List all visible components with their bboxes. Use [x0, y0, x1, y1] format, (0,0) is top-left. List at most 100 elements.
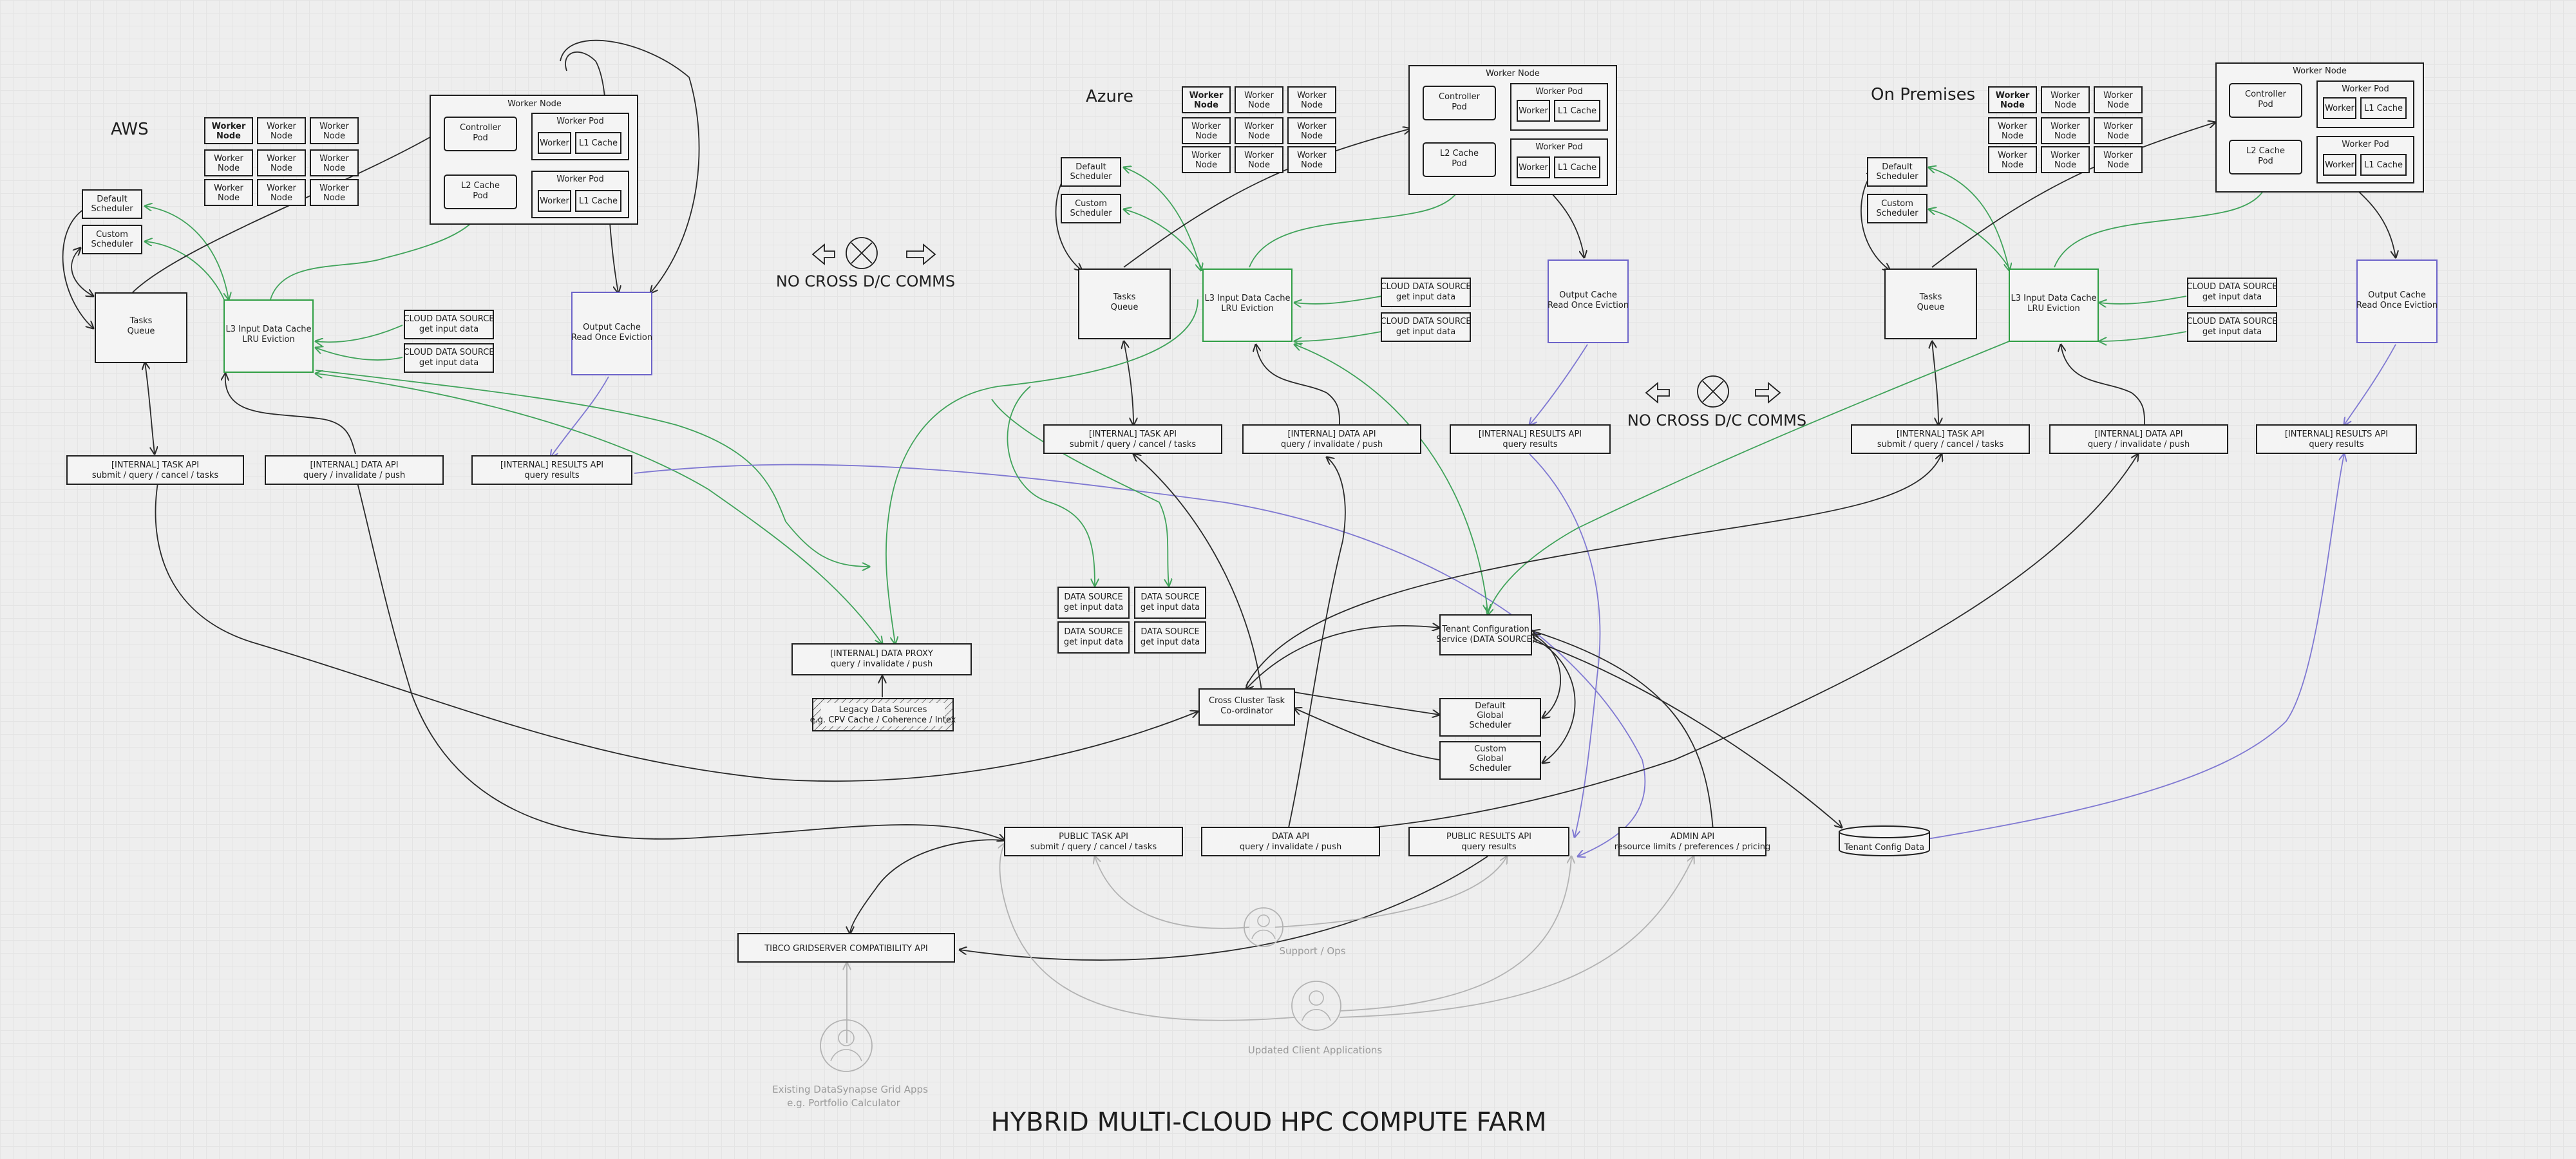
svg-text:L1 Cache: L1 Cache	[1558, 106, 1596, 116]
svg-text:DATA SOURCE: DATA SOURCE	[1064, 627, 1122, 637]
svg-text:get input data: get input data	[1396, 327, 1455, 337]
svg-text:Node: Node	[2054, 131, 2076, 141]
svg-text:get input data: get input data	[1064, 637, 1123, 647]
internal-data-api	[265, 455, 444, 485]
default-global-scheduler	[1439, 698, 1541, 737]
svg-text:[INTERNAL] DATA PROXY: [INTERNAL] DATA PROXY	[830, 649, 933, 659]
svg-text:Worker: Worker	[1189, 91, 1224, 100]
tasks-queue	[1078, 269, 1171, 339]
tenant-config-database: Tenant Config Data	[1839, 825, 1930, 856]
custom-scheduler	[1867, 194, 1927, 223]
svg-text:CLOUD DATA SOURCE: CLOUD DATA SOURCE	[403, 348, 494, 357]
svg-text:Global: Global	[1477, 711, 1503, 721]
data-source	[1057, 587, 1130, 619]
svg-text:submit / query / cancel / task: submit / query / cancel / tasks	[1070, 440, 1197, 449]
svg-text:Tasks: Tasks	[1919, 292, 1942, 302]
svg-text:L1 Cache: L1 Cache	[579, 138, 618, 148]
svg-text:LRU Eviction: LRU Eviction	[1221, 304, 1274, 314]
svg-text:Worker: Worker	[267, 154, 296, 164]
svg-text:CLOUD DATA SOURCE: CLOUD DATA SOURCE	[2186, 317, 2277, 326]
svg-text:DATA API: DATA API	[1272, 832, 1309, 842]
svg-text:Node: Node	[1194, 100, 1218, 110]
svg-text:Worker: Worker	[540, 196, 569, 206]
svg-text:query / invalidate / push: query / invalidate / push	[1281, 440, 1383, 449]
custom-scheduler	[1061, 194, 1121, 223]
no-cross-dc-azure: NO CROSS D/C COMMS	[776, 237, 955, 290]
svg-text:query / invalidate / push: query / invalidate / push	[303, 471, 405, 480]
svg-text:Worker: Worker	[1998, 122, 2027, 131]
svg-text:Tasks: Tasks	[1113, 292, 1136, 302]
output-cache	[571, 292, 652, 375]
svg-text:Node: Node	[218, 164, 240, 173]
svg-text:Queue: Queue	[128, 326, 155, 336]
svg-text:Worker: Worker	[319, 184, 349, 193]
svg-text:Node: Node	[1248, 131, 1270, 141]
svg-text:Service (DATA SOURCE): Service (DATA SOURCE)	[1436, 635, 1535, 645]
svg-text:Node: Node	[323, 164, 345, 173]
svg-text:Node: Node	[2002, 160, 2023, 170]
svg-text:Custom: Custom	[1881, 199, 1913, 209]
cross-circle-icon	[846, 237, 878, 269]
svg-text:CLOUD DATA SOURCE: CLOUD DATA SOURCE	[1380, 282, 1471, 292]
svg-text:Queue: Queue	[1111, 303, 1139, 312]
svg-text:Scheduler: Scheduler	[1876, 209, 1918, 218]
svg-text:[INTERNAL] TASK API: [INTERNAL] TASK API	[111, 460, 199, 470]
svg-text:Default: Default	[1882, 162, 1913, 172]
svg-text:Worker: Worker	[1191, 122, 1221, 131]
svg-text:Worker Node: Worker Node	[1486, 69, 1540, 79]
svg-text:[INTERNAL] DATA API: [INTERNAL] DATA API	[1287, 429, 1376, 439]
svg-text:DATA SOURCE: DATA SOURCE	[1141, 592, 1199, 602]
svg-text:Read Once Eviction: Read Once Eviction	[2356, 301, 2438, 310]
output-cache	[2356, 259, 2438, 343]
svg-text:get input data: get input data	[419, 358, 478, 368]
arrow-left-icon	[1645, 382, 1670, 404]
existing-grid-apps-user: Existing DataSynapse Grid Apps e.g. Port…	[772, 1019, 928, 1109]
svg-text:Output Cache: Output Cache	[583, 323, 641, 332]
svg-text:TIBCO GRIDSERVER COMPATIBILITY: TIBCO GRIDSERVER COMPATIBILITY API	[764, 944, 928, 954]
svg-text:Node: Node	[1301, 160, 1323, 170]
internal-results-api	[1450, 424, 1611, 454]
svg-text:Scheduler: Scheduler	[1070, 209, 1112, 218]
svg-text:Worker: Worker	[2325, 104, 2354, 113]
svg-text:Node: Node	[1248, 160, 1270, 170]
svg-text:[INTERNAL] RESULTS API: [INTERNAL] RESULTS API	[1479, 429, 1582, 439]
svg-text:Scheduler: Scheduler	[91, 240, 133, 249]
svg-text:Worker: Worker	[1996, 91, 2030, 100]
tasks-queue	[95, 292, 187, 363]
data-source	[1057, 621, 1130, 654]
svg-text:Worker: Worker	[1519, 106, 1548, 116]
svg-text:Worker: Worker	[2103, 91, 2133, 100]
svg-text:Custom: Custom	[1075, 199, 1107, 209]
svg-text:Node: Node	[323, 131, 345, 141]
admin-api	[1618, 827, 1766, 856]
svg-text:Worker: Worker	[212, 122, 246, 131]
svg-text:Read Once Eviction: Read Once Eviction	[1548, 301, 1629, 310]
l3-input-cache	[1202, 269, 1293, 342]
svg-text:Node: Node	[1301, 100, 1323, 110]
svg-text:Custom: Custom	[1474, 744, 1506, 754]
svg-text:Worker: Worker	[1998, 151, 2027, 160]
svg-text:L3 Input Data Cache: L3 Input Data Cache	[2011, 294, 2096, 303]
edge-aws-sched-l3	[145, 206, 229, 299]
svg-text:Node: Node	[2107, 160, 2129, 170]
svg-text:Worker: Worker	[2103, 151, 2133, 160]
svg-text:Worker Pod: Worker Pod	[1535, 87, 1583, 97]
internal-task-api	[1043, 424, 1222, 454]
svg-text:Scheduler: Scheduler	[1469, 764, 1511, 773]
public-data-api	[1201, 827, 1380, 856]
svg-text:Controller: Controller	[460, 123, 502, 133]
svg-text:get input data: get input data	[2202, 292, 2262, 302]
svg-text:Read Once Eviction: Read Once Eviction	[571, 333, 652, 343]
internal-results-api	[2256, 424, 2417, 454]
page-title: HYBRID MULTI-CLOUD HPC COMPUTE FARM	[991, 1107, 1547, 1137]
cross-cluster-coordinator	[1198, 688, 1295, 726]
svg-text:Node: Node	[323, 193, 345, 203]
l3-input-cache	[223, 299, 314, 373]
svg-text:LRU Eviction: LRU Eviction	[242, 335, 295, 344]
no-cross-label: NO CROSS D/C COMMS	[776, 272, 955, 290]
svg-text:query results: query results	[2309, 440, 2363, 449]
svg-text:Pod: Pod	[2258, 156, 2273, 166]
